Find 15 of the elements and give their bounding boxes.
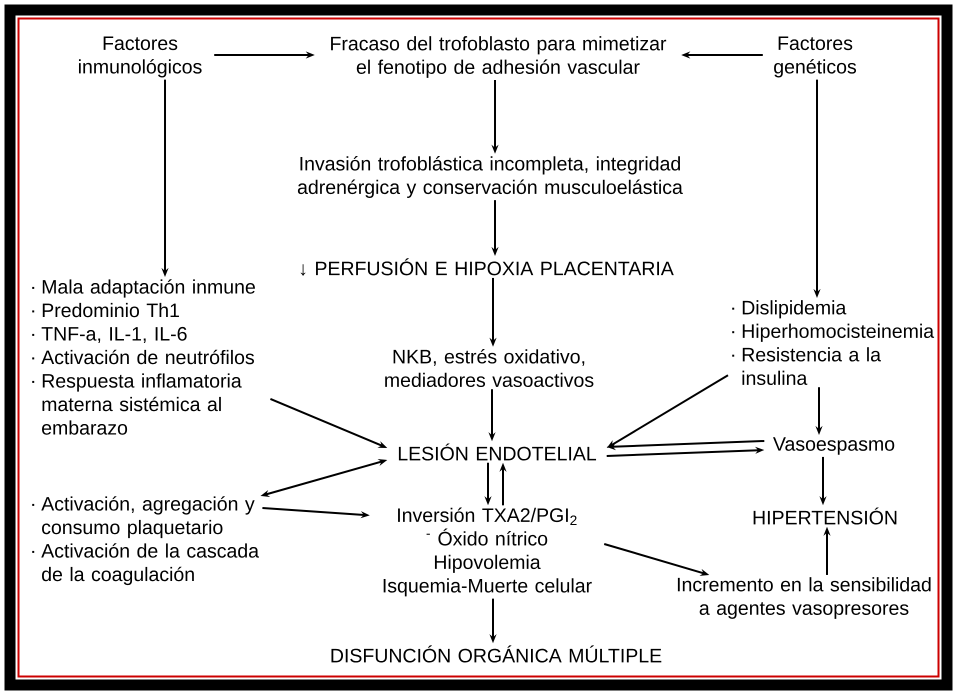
text-label: Invasión trofoblástica incompleta, integridad adrenérgica y conservación musculoelástica: [298, 156, 683, 198]
text-label: Factores genéticos: [774, 36, 856, 78]
text-label: Inversión TXA2/PGI$_{2}$ $^{-}$ Óxido nítrico Hipovolemia Isquemia-Muerte celular: [384, 508, 592, 596]
bullet-list: Dislipidemia Hiperhomocisteinemia Resistencia a la insulina: [732, 300, 934, 385]
bullet-list: Mala adaptación inmune Predominio Th1 TNF-a, IL-1, IL-6 Activación de neutrófilos Respuesta inflamatoria materna sistémica al embarazo: [32, 279, 255, 435]
bullet-list: Activación, agregación y consumo plaquetario Activación de la cascada de la coagulación: [32, 496, 260, 586]
text-label: DISFUNCIÓN ORGÁNICA MÚLTIPLE: [331, 645, 662, 663]
text-label: Fracaso del trofoblasto para mimetizar el fenotipo de adhesión vascular: [331, 36, 666, 78]
text-label: NKB, estrés oxidativo, mediadores vasoactivos: [385, 348, 594, 387]
text-label: LESIÓN ENDOTELIAL: [398, 443, 596, 461]
text-label: Factores inmunológicos: [78, 36, 202, 78]
text-label: Vasoespasmo: [773, 437, 894, 455]
text-label: ↓ PERFUSIÓN E HIPOXIA PLACENTARIA: [300, 258, 674, 276]
text-label: Incremento en la sensibilidad a agentes vasopresores: [678, 577, 931, 619]
text-label: HIPERTENSIÓN: [754, 507, 896, 525]
